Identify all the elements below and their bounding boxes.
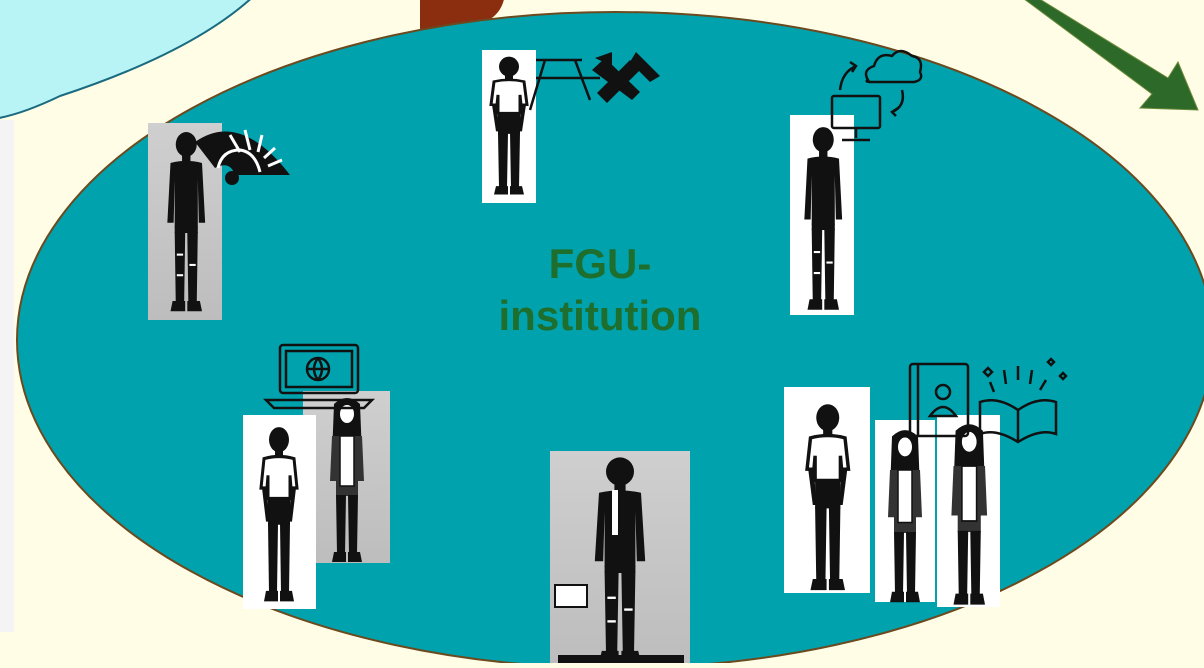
hammer-pick-icon xyxy=(592,52,660,103)
person-group-laptop xyxy=(243,343,390,609)
person-group-cloud xyxy=(790,49,923,315)
monitor-icon xyxy=(830,94,882,142)
fan-icon xyxy=(195,129,290,185)
arrow xyxy=(1024,0,1199,111)
person-group-books xyxy=(784,357,1068,607)
picnic-table-icon xyxy=(528,58,600,111)
speech-bubble xyxy=(0,0,251,119)
badge xyxy=(554,584,588,608)
institution-label-line1: FGU- xyxy=(548,240,652,287)
laptop-globe-icon xyxy=(262,343,376,410)
tie xyxy=(612,490,618,535)
side-panel xyxy=(0,120,14,632)
person-group-fan xyxy=(148,123,290,320)
person-group-worker xyxy=(550,451,690,663)
cloud-sync-icon xyxy=(838,49,923,117)
person-group-tools xyxy=(482,50,660,203)
institution-label-line2: institution xyxy=(498,292,702,339)
ground-line xyxy=(558,655,684,663)
institution-label: FGU- institution xyxy=(470,238,730,342)
contact-book-icon xyxy=(908,362,970,438)
open-book-icon xyxy=(978,357,1068,444)
